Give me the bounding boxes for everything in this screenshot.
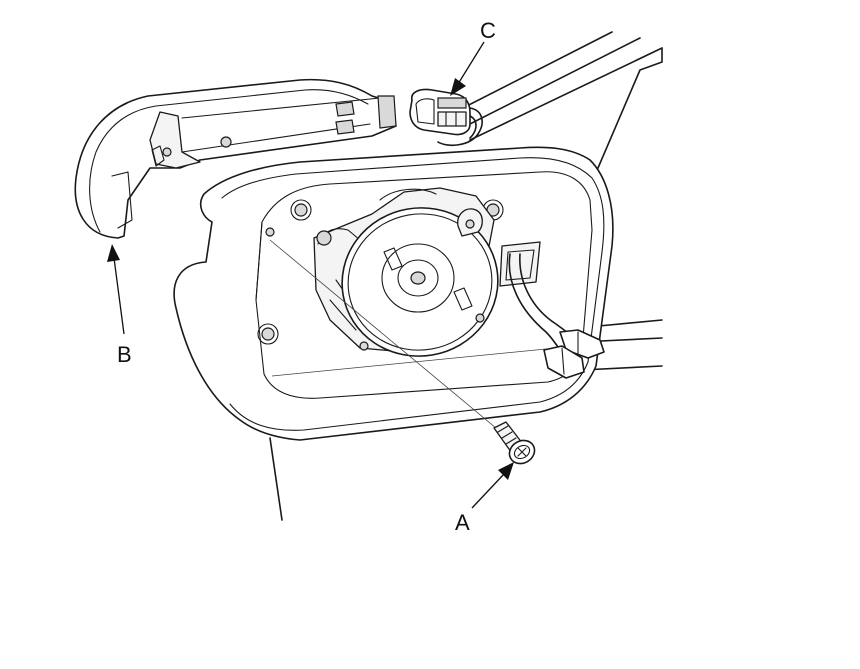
callout-a-leader xyxy=(471,473,505,509)
callout-a-label: A xyxy=(455,510,470,535)
wiring-harness xyxy=(499,241,605,379)
callout-c: C xyxy=(450,18,496,96)
callout-c-leader xyxy=(457,41,485,85)
callout-c-label: C xyxy=(480,18,496,43)
callout-b-label: B xyxy=(117,342,132,367)
mirror-cap-part-b xyxy=(74,78,397,239)
callout-b-arrowhead xyxy=(107,244,120,262)
callout-c-arrowhead xyxy=(450,78,466,96)
callout-a: A xyxy=(455,462,514,535)
connector-part-c xyxy=(409,88,483,147)
callout-b: B xyxy=(107,244,132,367)
screw-axis-line xyxy=(269,239,521,449)
mirror-actuator xyxy=(313,187,499,357)
callout-b-leader xyxy=(113,257,125,335)
callout-a-arrowhead xyxy=(498,462,514,480)
screw-part-a xyxy=(493,421,536,465)
